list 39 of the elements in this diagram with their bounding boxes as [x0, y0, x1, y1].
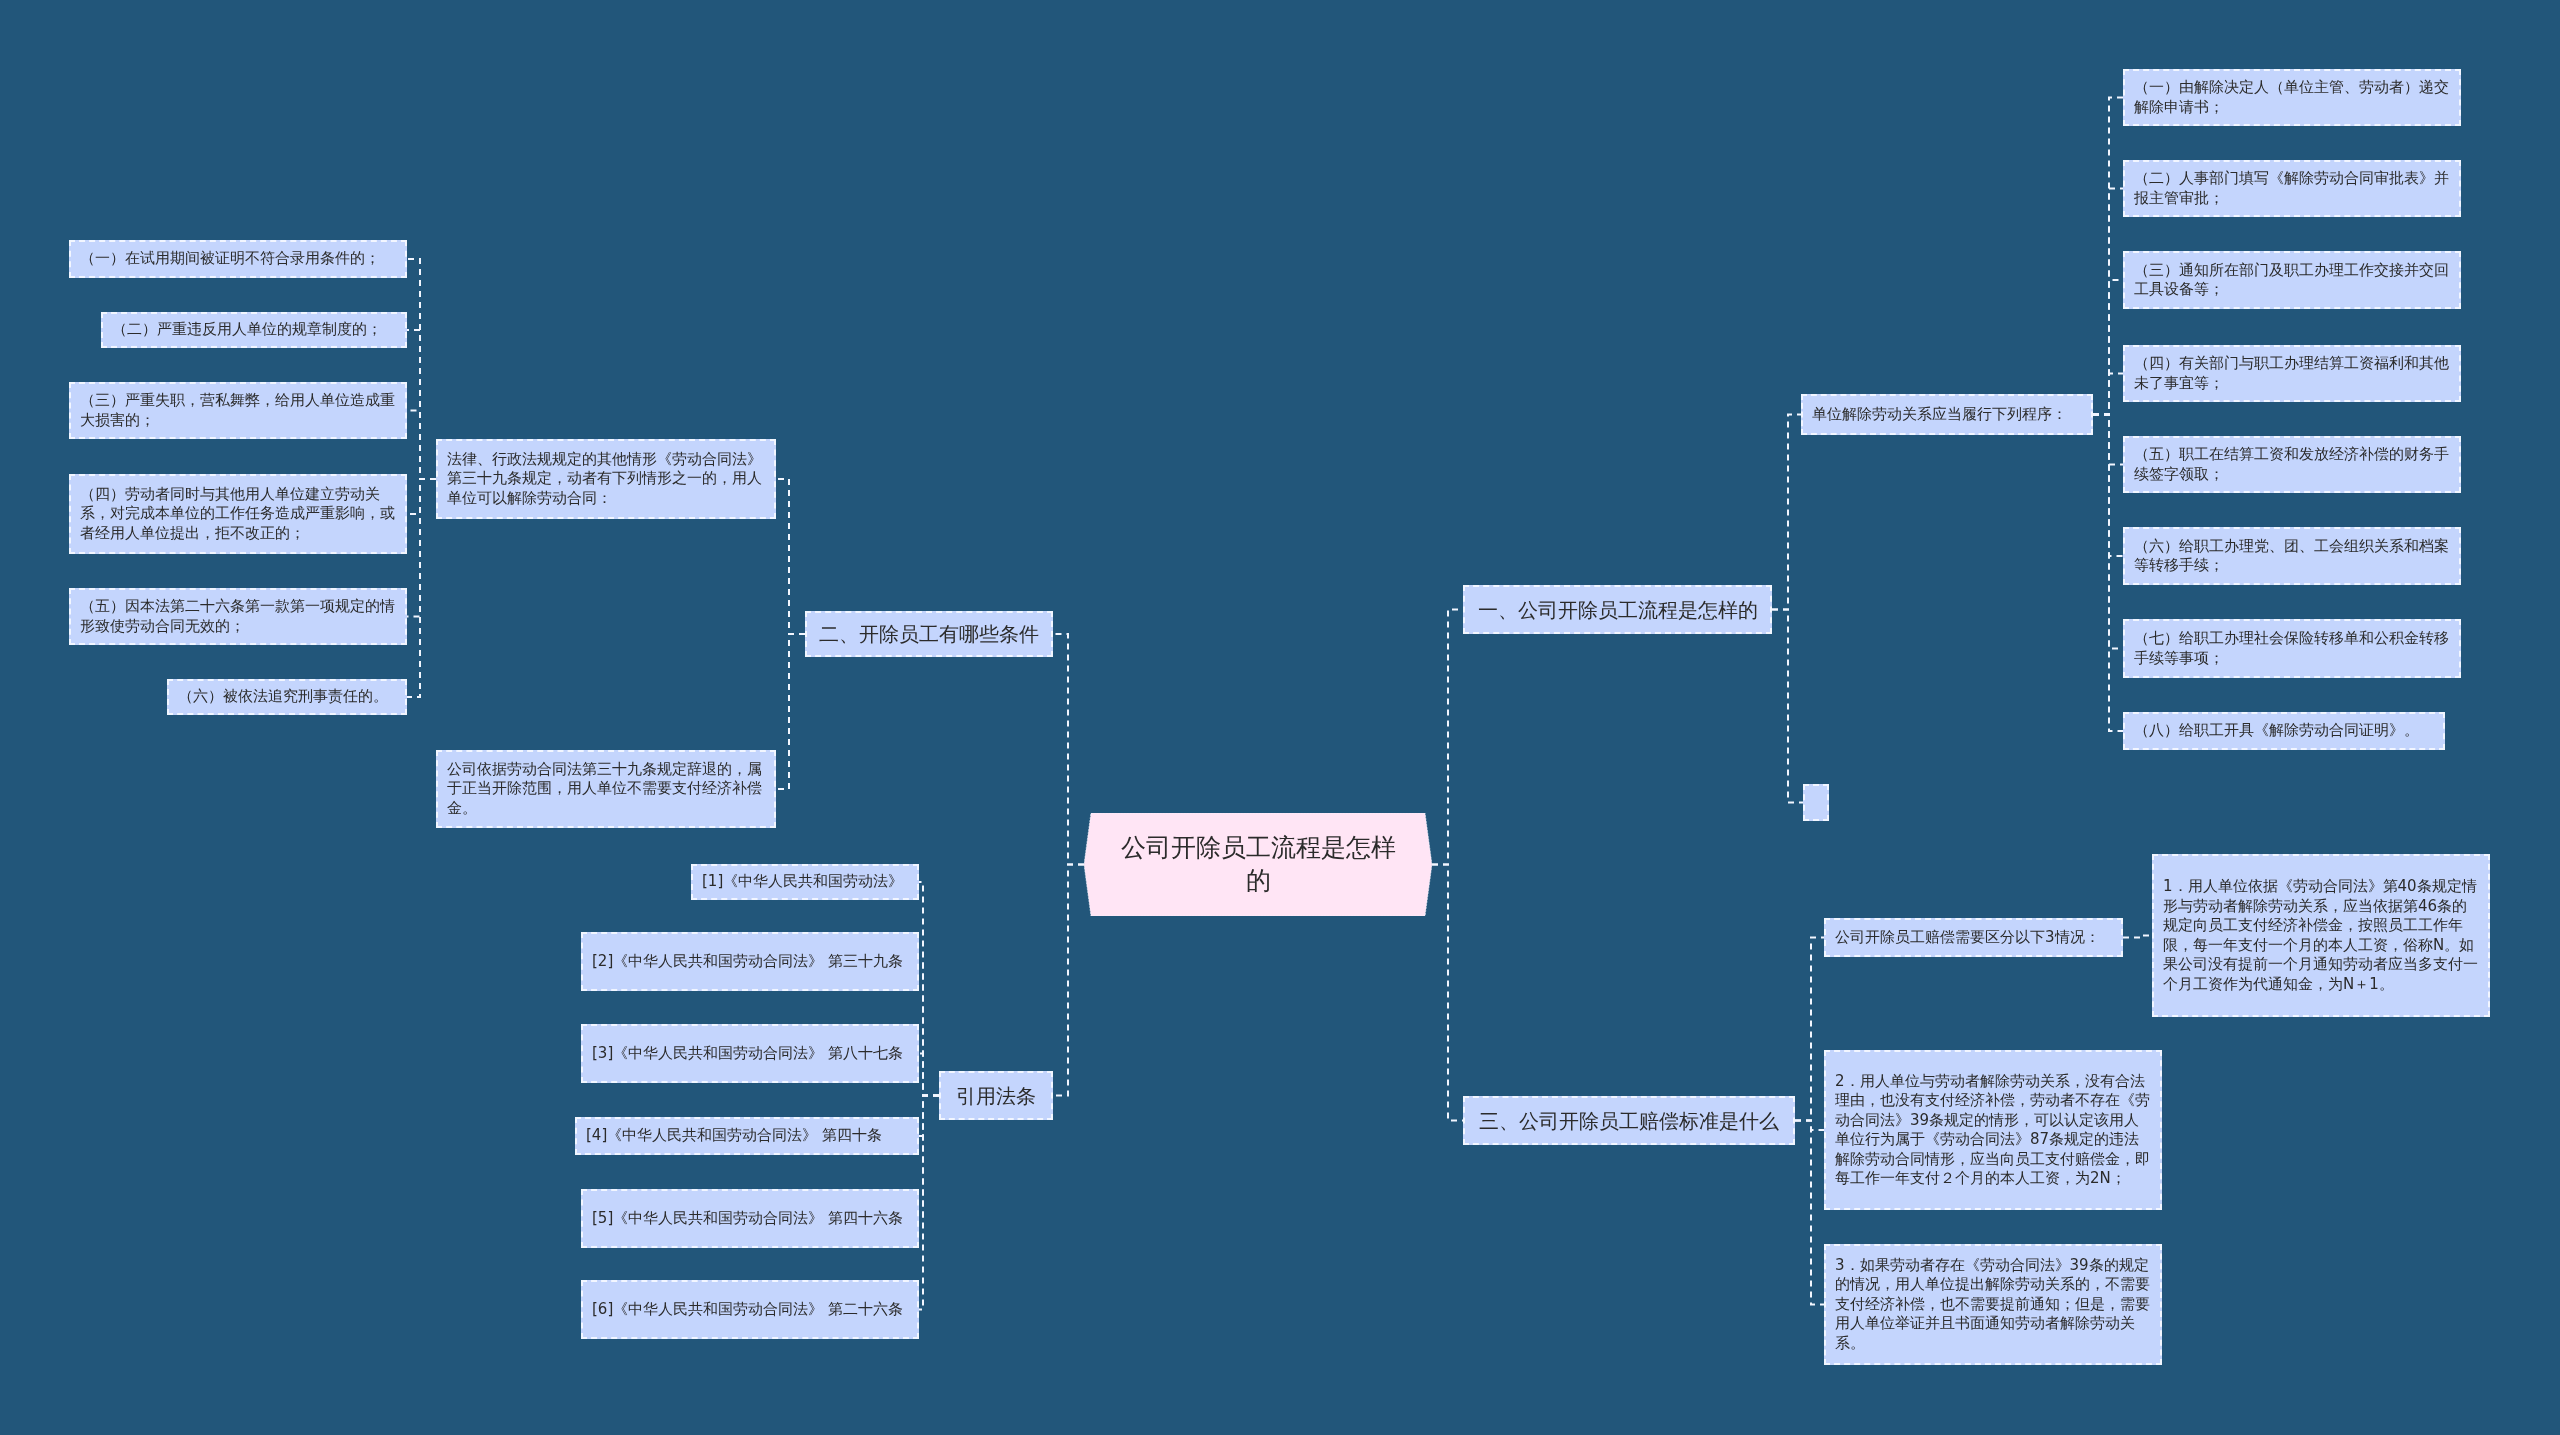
topic-box: 公司依据劳动合同法第三十九条规定辞退的，属于正当开除范围，用人单位不需要支付经济补偿金。: [436, 750, 776, 828]
branch-topic: 一、公司开除员工流程是怎样的: [1463, 585, 1772, 634]
connector-line: [1771, 608, 1804, 804]
topic-box: 3．如果劳动者存在《劳动合同法》39条的规定的情况，用人单位提出解除劳动关系的，不需要支付经济补偿，也不需要提前通知；但是，需要用人单位举证并且书面通知劳动者解除劳动关系。: [1824, 1244, 2162, 1365]
topic-box: [3]《中华人民共和国劳动合同法》 第八十七条: [581, 1024, 919, 1083]
topic-box: （一）在试用期间被证明不符合录用条件的；: [69, 240, 407, 278]
topic-box: （六）被依法追究刑事责任的。: [167, 679, 407, 715]
topic-box: 2．用人单位与劳动者解除劳动关系，没有合法理由，也没有支付经济补偿，劳动者不存在《劳动合同法》39条规定的情形，可以认定该用人单位行为属于《劳动合同法》87条规定的违法解除劳动合同情形，应当向员工支付赔偿金，即每工作一年支付２个月的本人工资，为2N；: [1824, 1050, 2162, 1210]
connector-line: [1794, 1119, 1825, 1306]
branch-topic: 引用法条: [939, 1071, 1053, 1120]
topic-box: 1．用人单位依据《劳动合同法》第40条规定情形与劳动者解除劳动关系，应当依据第46条的规定向员工支付经济补偿金，按照员工工作年限，每一年支付一个月的本人工资，俗称N。如果公司没有提前一个月通知劳动者应当多支付一个月工资作为代通知金，为N＋1。: [2152, 854, 2490, 1017]
topic-box: （三）通知所在部门及职工办理工作交接并交回工具设备等；: [2123, 251, 2461, 309]
topic-box: （四）劳动者同时与其他用人单位建立劳动关系，对完成本单位的工作任务造成严重影响，或者经用人单位提出，拒不改正的；: [69, 474, 407, 554]
connector-line: [2092, 413, 2124, 732]
topic-box: [1]《中华人民共和国劳动法》: [691, 864, 919, 900]
empty-box: [1803, 784, 1829, 821]
topic-box: （四）有关部门与职工办理结算工资福利和其他未了事宜等；: [2123, 345, 2461, 402]
branch-topic: 二、开除员工有哪些条件: [805, 611, 1053, 657]
connector-line: [775, 633, 806, 790]
topic-box: （八）给职工开具《解除劳动合同证明》。: [2123, 712, 2445, 750]
topic-box: （二）人事部门填写《解除劳动合同审批表》并报主管审批；: [2123, 160, 2461, 217]
topic-box: （七）给职工办理社会保险转移单和公积金转移手续等事项；: [2123, 619, 2461, 678]
branch-topic: 三、公司开除员工赔偿标准是什么: [1463, 1096, 1795, 1145]
topic-box: （五）因本法第二十六条第一款第一项规定的情形致使劳动合同无效的；: [69, 588, 407, 645]
topic-box: （一）由解除决定人（单位主管、劳动者）递交解除申请书；: [2123, 69, 2461, 126]
topic-box: 法律、行政法规规定的其他情形《劳动合同法》第三十九条规定，动者有下列情形之一的，用人单位可以解除劳动合同：: [436, 439, 776, 519]
connector-line: [406, 478, 437, 698]
topic-box: 公司开除员工赔偿需要区分以下3情况：: [1824, 918, 2123, 957]
topic-box: （五）职工在结算工资和发放经济补偿的财务手续签字领取；: [2123, 436, 2461, 493]
topic-box: [4]《中华人民共和国劳动合同法》 第四十条: [575, 1117, 919, 1155]
central-topic: 公司开除员工流程是怎样的: [1084, 813, 1432, 916]
topic-box: 单位解除劳动关系应当履行下列程序：: [1801, 394, 2093, 435]
connector-line: [918, 1094, 940, 1311]
topic-box: （二）严重违反用人单位的规章制度的；: [101, 312, 407, 348]
topic-box: [2]《中华人民共和国劳动合同法》 第三十九条: [581, 932, 919, 991]
topic-box: （六）给职工办理党、团、工会组织关系和档案等转移手续；: [2123, 527, 2461, 585]
topic-box: （三）严重失职，营私舞弊，给用人单位造成重大损害的；: [69, 382, 407, 439]
topic-box: [6]《中华人民共和国劳动合同法》 第二十六条: [581, 1280, 919, 1339]
topic-box: [5]《中华人民共和国劳动合同法》 第四十六条: [581, 1189, 919, 1248]
